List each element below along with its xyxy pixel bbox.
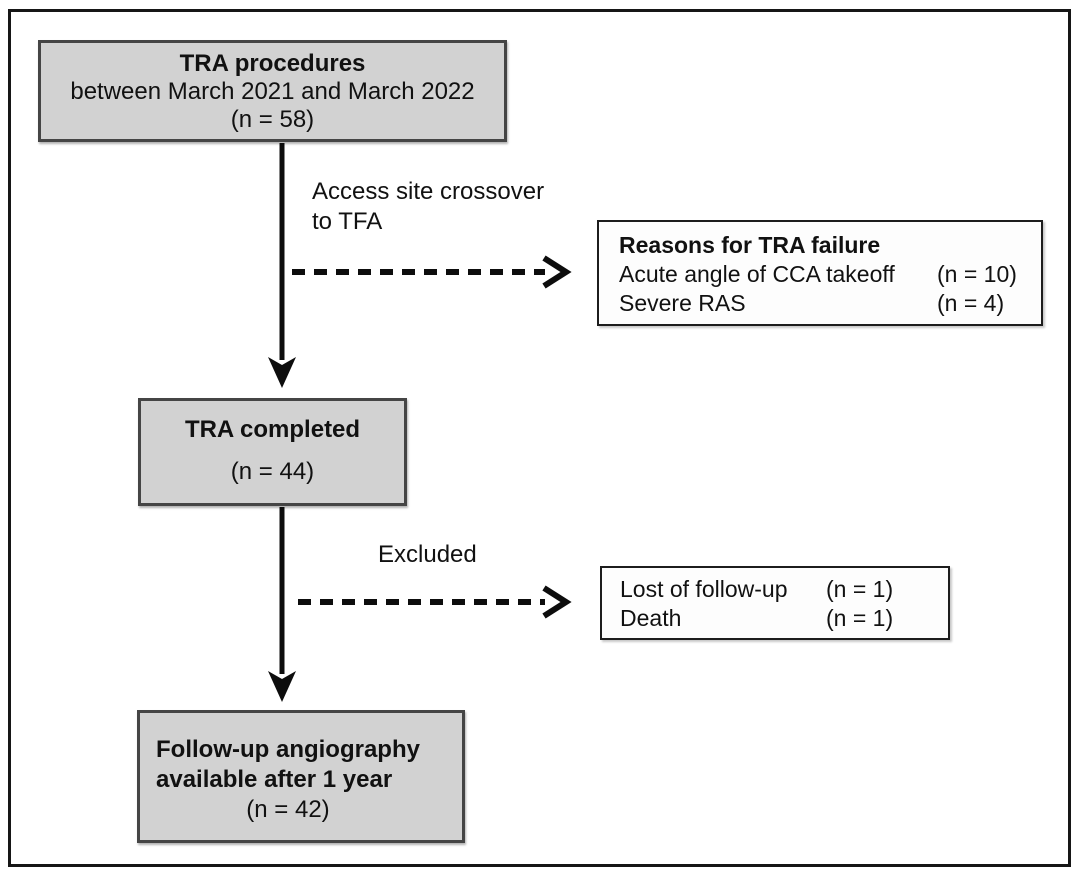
node-title-line1: Follow-up angiography [156,736,420,763]
node-title: TRA procedures [179,50,366,77]
reason-label: Acute angle of CCA takeoff [619,261,895,287]
reason-count: (n = 10) [937,261,1017,287]
node-reasons-tra-failure: Reasons for TRA failure Acute angle of C… [597,220,1043,326]
node-excluded-reasons: Lost of follow-up (n = 1) Death (n = 1) [600,566,950,640]
reason-row: Severe RAS (n = 4) [619,289,1029,318]
node-tra-completed: TRA completed (n = 44) [138,398,407,506]
excluded-label: Death [620,605,682,631]
excluded-count: (n = 1) [826,576,894,602]
figure-border [8,9,1071,867]
node-title: TRA completed [184,416,361,443]
reason-count: (n = 4) [937,290,1005,316]
node-followup-angiography: Follow-up angiography available after 1 … [137,710,465,843]
node-text-block: Follow-up angiography available after 1 … [156,735,420,825]
node-subtitle: between March 2021 and March 2022 [70,78,475,105]
edge-label-crossover-line1: Access site crossover [312,178,545,205]
node-tra-procedures: TRA procedures between March 2021 and Ma… [38,40,507,142]
edge-label-crossover-line2: to TFA [312,208,383,235]
node-count: (n = 42) [246,796,330,823]
excluded-row: Death (n = 1) [620,604,938,633]
edge-label-crossover: Access site crossover to TFA [312,177,544,237]
node-title-line2: available after 1 year [156,766,393,793]
reason-label: Severe RAS [619,290,746,316]
excluded-label: Lost of follow-up [620,576,788,602]
node-count: (n = 44) [230,458,315,485]
node-count: (n = 58) [230,106,315,133]
excluded-count: (n = 1) [826,605,894,631]
reason-row: Acute angle of CCA takeoff (n = 10) [619,260,1029,289]
node-title: Reasons for TRA failure [619,232,881,258]
edge-label-excluded: Excluded [378,541,477,568]
excluded-row: Lost of follow-up (n = 1) [620,575,938,604]
